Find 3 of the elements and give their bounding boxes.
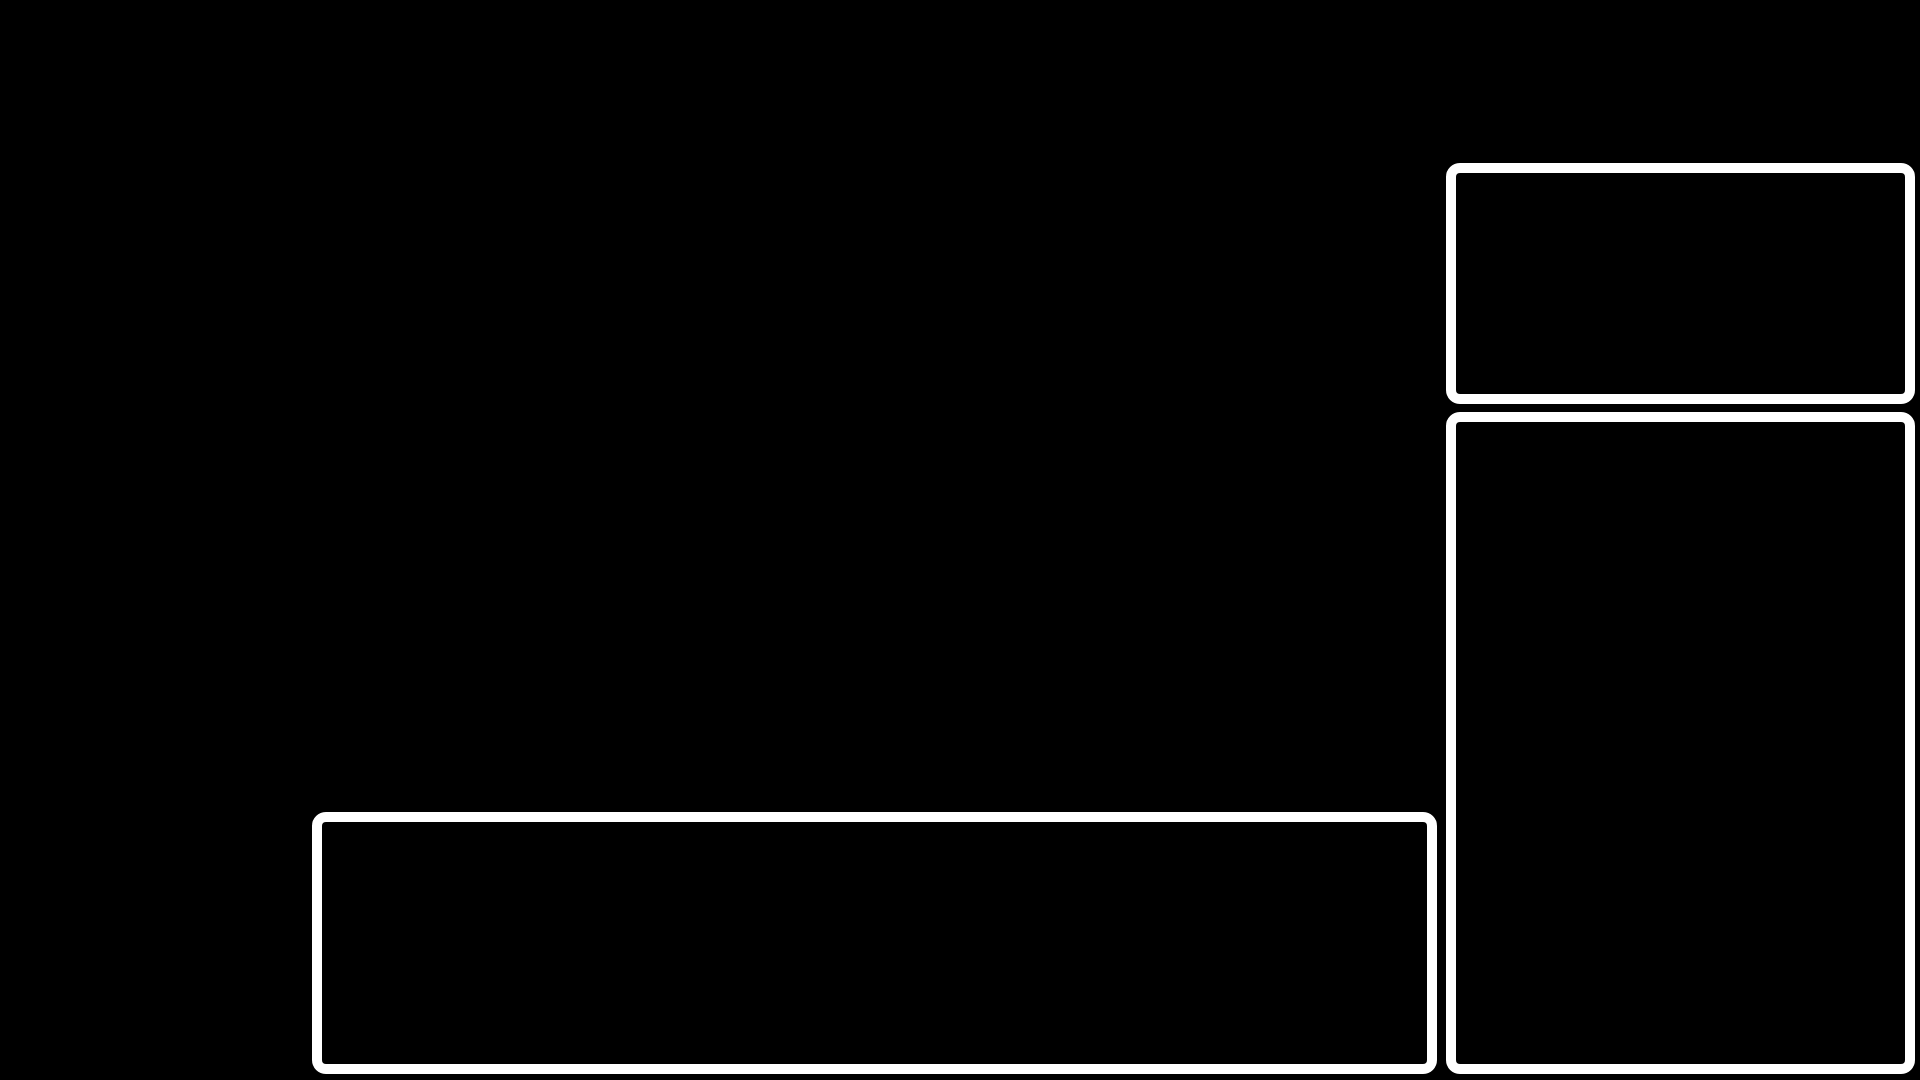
empty-box	[1446, 412, 1915, 1074]
empty-box	[1446, 163, 1915, 404]
empty-box	[312, 812, 1437, 1074]
